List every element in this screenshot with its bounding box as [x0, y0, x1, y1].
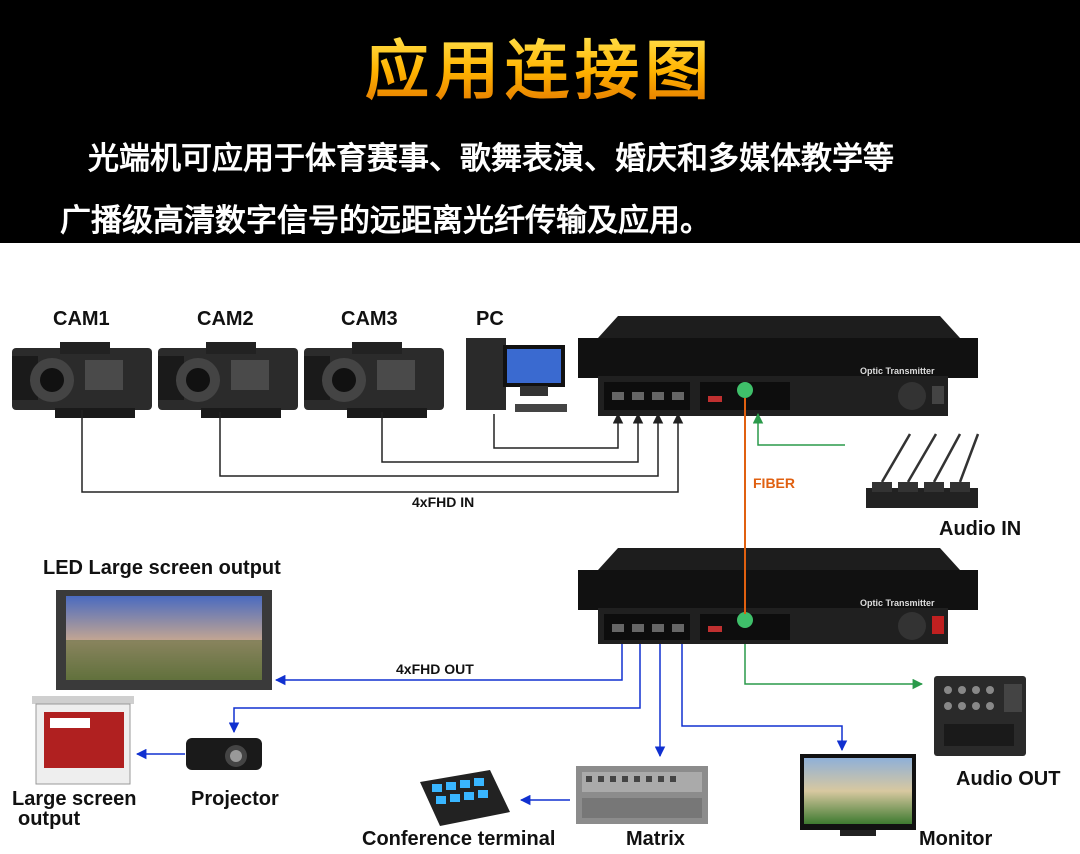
- audio-out-label: Audio OUT: [956, 768, 1061, 790]
- fhd-out-cables: [135, 644, 848, 806]
- projector: [186, 738, 262, 770]
- large-screen-label-line-2: output: [18, 808, 81, 830]
- conference-terminal: [420, 770, 510, 826]
- projection-screen: [32, 696, 134, 785]
- monitor-label: Monitor: [919, 828, 993, 850]
- audio-out-cable: [744, 644, 924, 690]
- description-line-1: 光端机可应用于体育赛事、歌舞表演、婚庆和多媒体教学等: [88, 141, 894, 177]
- camera-3: [304, 342, 444, 418]
- page-title: 应用连接图: [0, 20, 1080, 112]
- receiver-label: Optic Transmitter: [860, 598, 935, 608]
- matrix-switcher: [576, 766, 708, 824]
- conference-terminal-label: Conference terminal: [362, 828, 556, 850]
- matrix-label: Matrix: [626, 828, 685, 850]
- monitor: [800, 754, 916, 836]
- audio-in-cable: [752, 412, 845, 446]
- camera-2: [158, 342, 298, 418]
- pc-label: PC: [476, 308, 504, 330]
- cam2-label: CAM2: [197, 308, 254, 330]
- description-line-2: 广播级高清数字信号的远距离光纤传输及应用。: [60, 203, 711, 239]
- fhd-out-label: 4xFHD OUT: [396, 661, 474, 677]
- header-banner: [0, 0, 1080, 243]
- fhd-in-label: 4xFHD IN: [412, 494, 475, 510]
- audio-mixer: [934, 676, 1026, 756]
- audio-in-label: Audio IN: [939, 518, 1022, 540]
- fiber-label: FIBER: [753, 475, 795, 491]
- projector-label: Projector: [191, 788, 279, 810]
- transmitter-label: Optic Transmitter: [860, 366, 935, 376]
- optic-transmitter: [578, 316, 978, 416]
- microphone-array: [866, 433, 980, 508]
- led-large-screen: [56, 590, 272, 690]
- large-screen-label-line-1: Large screen: [12, 788, 137, 810]
- fhd-in-cables: [81, 410, 684, 493]
- cam3-label: CAM3: [341, 308, 398, 330]
- cam1-label: CAM1: [53, 308, 110, 330]
- led-screen-label: LED Large screen output: [43, 557, 281, 579]
- camera-1: [12, 342, 152, 418]
- pc-computer: [466, 338, 567, 412]
- optic-receiver: [578, 548, 978, 644]
